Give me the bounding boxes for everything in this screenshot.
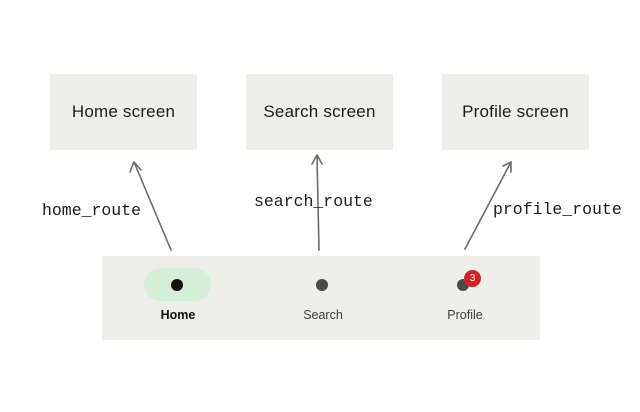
nav-item-search-label: Search <box>303 308 343 322</box>
profile-screen-label: Profile screen <box>462 102 569 121</box>
home-screen-box: Home screen <box>50 74 197 150</box>
nav-item-home[interactable]: Home <box>117 256 237 340</box>
nav-item-search[interactable]: Search <box>260 256 380 340</box>
nav-item-profile[interactable]: 3 Profile <box>403 256 523 340</box>
profile-screen-box: Profile screen <box>442 74 589 150</box>
home-route-label: home_route <box>42 201 142 220</box>
profile-route-arrow <box>464 161 512 250</box>
home-dot-icon <box>171 279 183 291</box>
home-route-arrow <box>129 161 172 251</box>
search-route-arrow <box>311 154 323 251</box>
search-route-label: search_route <box>254 192 373 211</box>
search-dot-icon <box>316 279 328 291</box>
nav-item-profile-label: Profile <box>447 308 483 322</box>
nav-item-home-label: Home <box>160 308 196 322</box>
notification-badge: 3 <box>464 270 481 287</box>
bottom-navigation-bar: Home Search 3 Profile <box>102 256 540 340</box>
profile-route-label: profile_route <box>493 200 622 219</box>
home-screen-label: Home screen <box>71 102 176 121</box>
search-screen-box: Search screen <box>246 74 393 150</box>
search-screen-label: Search screen <box>263 102 376 121</box>
